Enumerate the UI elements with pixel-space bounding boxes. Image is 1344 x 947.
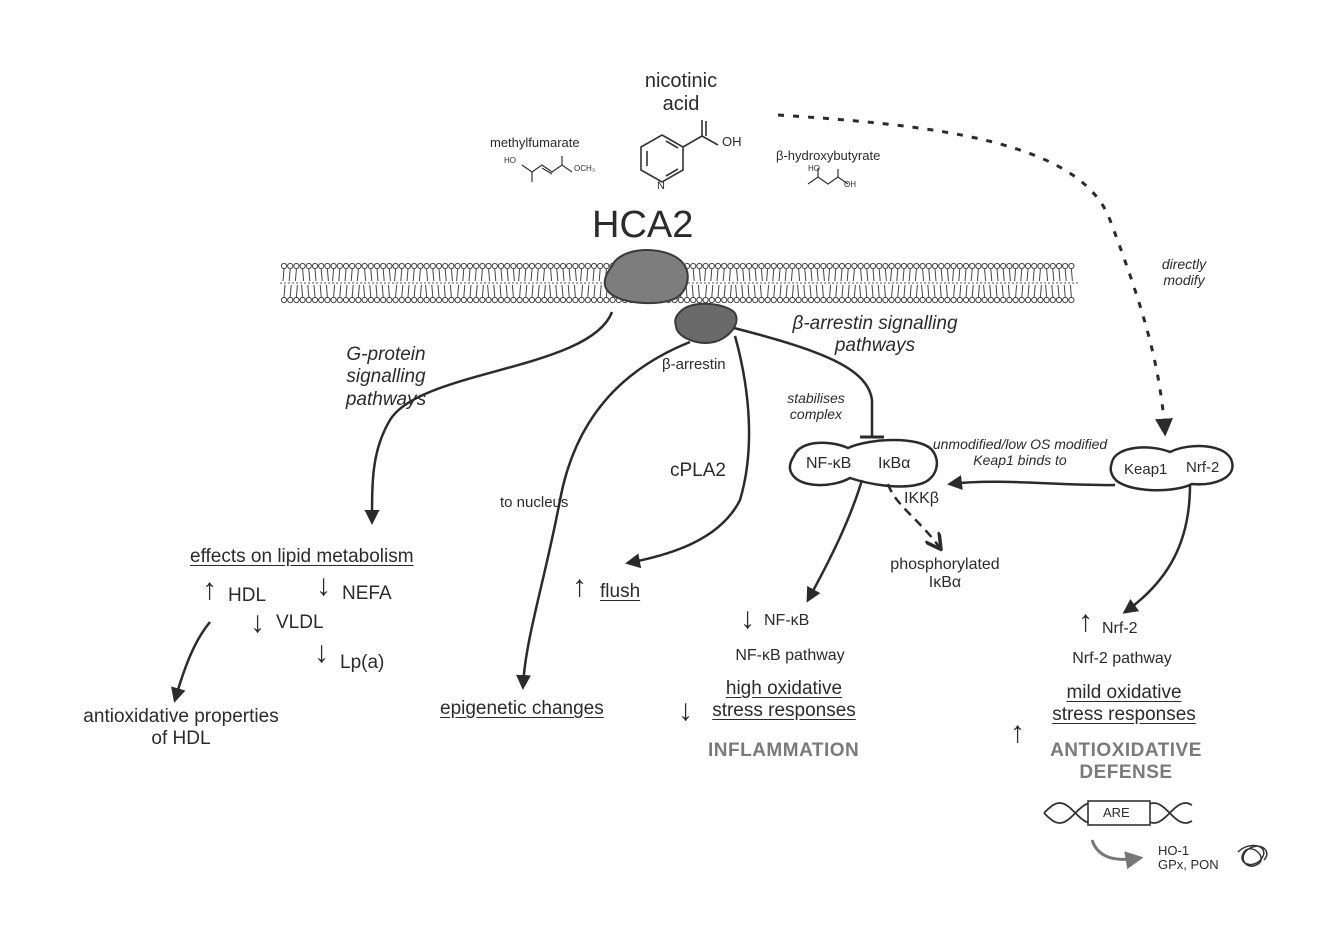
directly-modify-label: directly modify (1161, 256, 1207, 289)
nicotinic-acid-n: N (657, 180, 665, 192)
nfkb-down-arrow: ↓ (740, 602, 755, 635)
lpa-down-arrow: ↓ (314, 636, 329, 669)
are-label: ARE (1103, 805, 1130, 820)
beta-arrestin-pathways-label: β-arrestin signalling pathways (792, 313, 958, 357)
beta-arrestin-shape (674, 302, 738, 344)
methylfumarate-structure (521, 156, 573, 182)
nrf2-pathway-label: Nrf-2 pathway (1072, 650, 1172, 667)
methylfumarate-ho: HO (504, 156, 516, 165)
to-nucleus-label: to nucleus (500, 494, 569, 511)
nfkb-label: NF-κB (806, 455, 852, 472)
hca2-label: HCA2 (592, 204, 694, 246)
ikkb-label: IKKβ (904, 490, 939, 507)
antioxidative-hdl-label: antioxidative properties of HDL (83, 706, 279, 749)
nefa-label: NEFA (342, 583, 392, 604)
hydroxybutyrate-ho: HO (808, 164, 820, 173)
g-protein-pathways-label: G-protein signalling pathways (345, 344, 427, 410)
nrf2-up-arrow: ↑ (1078, 605, 1093, 638)
methylfumarate-och3: OCH₃ (574, 164, 596, 173)
hydroxybutyrate-label: β-hydroxybutyrate (776, 148, 881, 163)
hdl-label: HDL (228, 585, 267, 606)
phosphorylated-ikba-label: phosphorylated IκBα (890, 556, 1000, 592)
high-oxidative-stress-label: high oxidative stress responses (712, 678, 856, 721)
vldl-down-arrow: ↓ (250, 606, 265, 639)
stabilises-complex-label: stabilises complex (787, 390, 845, 423)
flush-up-arrow: ↑ (572, 570, 587, 603)
nicotinic-acid-label: nicotinic acid (644, 70, 718, 115)
nrf2-complex-label: Nrf-2 (1186, 459, 1220, 476)
expressed-genes-label: HO-1 GPx, PON (1158, 843, 1219, 873)
keap1-label: Keap1 (1124, 461, 1168, 478)
nicotinic-acid-structure (640, 120, 719, 183)
epigenetic-changes-label: epigenetic changes (440, 698, 604, 719)
dna-helix-with-are (1043, 800, 1193, 826)
keap1-binds-label: unmodified/low OS modified Keap1 binds t… (932, 436, 1108, 469)
mild-ox-up-arrow: ↑ (1010, 716, 1025, 749)
keap1-nrf2-complex-shape (1109, 444, 1234, 492)
nrf2-up-label: Nrf-2 (1102, 620, 1138, 637)
ikba-label: IκBα (878, 455, 911, 472)
nfkb-ikba-complex-shape (788, 438, 939, 488)
nicotinic-acid-oh: OH (722, 134, 742, 149)
methylfumarate-label: methylfumarate (490, 135, 580, 150)
beta-arrestin-label: β-arrestin (662, 356, 726, 373)
hdl-up-arrow: ↑ (202, 573, 217, 606)
hydroxybutyrate-structure (807, 168, 849, 185)
nfkb-down-label: NF-κB (764, 612, 810, 629)
nefa-down-arrow: ↓ (316, 569, 331, 602)
hca2-receptor-shape (603, 249, 689, 305)
nfkb-pathway-label: NF-κB pathway (735, 647, 845, 664)
mild-oxidative-stress-label: mild oxidative stress responses (1052, 682, 1196, 725)
protein-scribble-icon (1237, 844, 1268, 867)
lipid-metabolism-title: effects on lipid metabolism (190, 546, 414, 567)
lpa-label: Lp(a) (340, 652, 385, 673)
inflammation-label: INFLAMMATION (708, 740, 860, 761)
high-ox-down-arrow: ↓ (678, 694, 693, 727)
flush-label: flush (600, 581, 641, 602)
antioxidative-defense-label: ANTIOXIDATIVE DEFENSE (1050, 740, 1202, 783)
hydroxybutyrate-oh: OH (844, 180, 856, 189)
vldl-label: VLDL (276, 612, 324, 633)
cpla2-label: cPLA2 (670, 460, 726, 481)
